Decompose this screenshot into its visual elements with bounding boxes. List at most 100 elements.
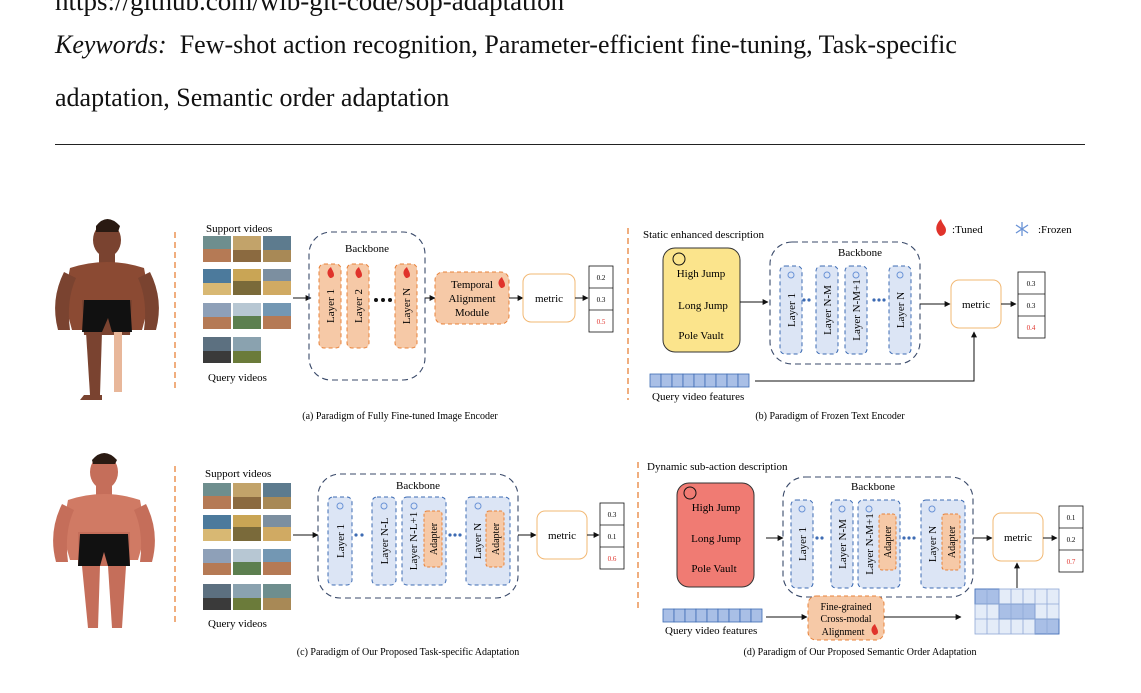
layer-a-n: Layer N xyxy=(394,263,418,349)
scores-d: 0.1 0.2 0.7 xyxy=(1058,505,1084,573)
snowflake-icon xyxy=(474,502,482,510)
layer-b-1: Layer 1 xyxy=(779,265,803,355)
score-a-1: 0.2 xyxy=(597,274,606,282)
snowflake-icon xyxy=(336,502,344,510)
svg-text:Pole Vault: Pole Vault xyxy=(691,563,736,575)
caption-c: (c) Paradigm of Our Proposed Task-specif… xyxy=(297,647,519,658)
support-label-a: Support videos xyxy=(206,223,272,235)
snowflake-icon xyxy=(823,271,831,279)
svg-text:Adapter: Adapter xyxy=(491,522,502,555)
svg-text:0.7: 0.7 xyxy=(1067,558,1076,566)
svg-text:Layer N-L: Layer N-L xyxy=(379,517,391,564)
svg-text:0.3: 0.3 xyxy=(608,511,617,519)
snowflake-icon xyxy=(838,505,846,513)
layer-a-2: Layer 2 xyxy=(346,263,370,349)
feat-label-d: Query video features xyxy=(665,625,757,637)
scores-b: 0.3 0.3 0.4 xyxy=(1017,271,1046,339)
query-label-c: Query videos xyxy=(208,618,267,630)
alignment-matrix xyxy=(974,588,1060,635)
panel-b: Static enhanced description High Jump Lo… xyxy=(627,228,1046,422)
layer-d-2: Layer N-M xyxy=(830,499,854,589)
snowflake-icon xyxy=(410,502,418,510)
svg-text:Layer 1: Layer 1 xyxy=(335,524,347,558)
legend-frozen: :Frozen xyxy=(1038,224,1072,236)
svg-text:0.3: 0.3 xyxy=(1027,302,1036,310)
module-a-l2: Alignment xyxy=(448,293,495,305)
flame-icon xyxy=(498,277,505,288)
desc-label-b: Static enhanced description xyxy=(643,229,764,241)
athlete-illustration-c xyxy=(53,453,155,628)
keywords-continuation: adaptation, Semantic order adaptation xyxy=(55,83,450,112)
module-a-l3: Module xyxy=(455,307,489,319)
svg-text:Layer N-M+1: Layer N-M+1 xyxy=(851,279,863,341)
snowflake-icon xyxy=(928,505,936,513)
class-b-2: Long Jump xyxy=(678,300,728,312)
flame-icon xyxy=(327,267,334,278)
svg-text:Layer N-M: Layer N-M xyxy=(837,519,849,569)
svg-text:Layer N-L+1: Layer N-L+1 xyxy=(408,512,420,570)
metric-b: metric xyxy=(962,299,990,311)
flame-icon xyxy=(871,624,878,635)
layer-d-1: Layer 1 xyxy=(790,499,814,589)
keywords-label: Keywords: xyxy=(55,30,167,59)
flame-icon xyxy=(403,267,410,278)
svg-text:0.2: 0.2 xyxy=(1067,536,1076,544)
module-a-l1: Temporal xyxy=(451,279,493,291)
layer-c-4: Layer N Adapter xyxy=(465,496,511,586)
legend-tuned: :Tuned xyxy=(952,224,983,236)
panel-c: Support videos Query videos Backbone Lay… xyxy=(53,453,625,658)
svg-text:0.1: 0.1 xyxy=(1067,514,1076,522)
backbone-label-a: Backbone xyxy=(345,243,389,255)
query-label-a: Query videos xyxy=(208,372,267,384)
snowflake-icon xyxy=(1015,222,1029,236)
layer-c-1: Layer 1 xyxy=(327,496,353,586)
scores-a: 0.2 0.3 0.5 xyxy=(588,265,614,333)
score-a-3: 0.5 xyxy=(597,318,606,326)
svg-text:Fine-grained: Fine-grained xyxy=(820,602,871,613)
class-b-1: High Jump xyxy=(677,268,726,280)
svg-text:Layer 1: Layer 1 xyxy=(786,293,798,327)
svg-text:Layer 1: Layer 1 xyxy=(797,527,809,561)
section-rule xyxy=(55,144,1085,145)
query-feature-bar-d xyxy=(662,608,763,623)
query-feature-bar-b xyxy=(649,373,750,388)
svg-text:0.6: 0.6 xyxy=(608,555,617,563)
svg-text:Layer N: Layer N xyxy=(472,523,484,559)
snowflake-icon xyxy=(798,505,806,513)
openai-icon xyxy=(683,486,697,500)
video-thumbnails-c xyxy=(203,483,291,610)
backbone-label-c: Backbone xyxy=(396,480,440,492)
support-label-c: Support videos xyxy=(205,468,271,480)
class-b-3: Pole Vault xyxy=(678,330,723,342)
svg-text:Layer N: Layer N xyxy=(895,292,907,328)
layer-d-3: Layer N-M+1 Adapter xyxy=(857,499,901,589)
svg-text:Cross-modal: Cross-modal xyxy=(820,614,871,625)
snowflake-icon xyxy=(787,271,795,279)
layer-a-n-label: Layer N xyxy=(401,288,413,324)
snowflake-icon xyxy=(865,505,873,513)
svg-text:0.3: 0.3 xyxy=(1027,280,1036,288)
layer-c-3: Layer N-L+1 Adapter xyxy=(401,496,447,586)
snowflake-icon xyxy=(380,502,388,510)
backbone-label-d: Backbone xyxy=(851,481,895,493)
svg-text:High Jump: High Jump xyxy=(692,502,741,514)
svg-text:Adapter: Adapter xyxy=(429,522,440,555)
svg-text:Adapter: Adapter xyxy=(883,525,894,558)
keywords-line: Keywords: Few-shot action recognition, P… xyxy=(55,30,957,60)
metric-c: metric xyxy=(548,530,576,542)
flame-icon xyxy=(355,267,362,278)
svg-text:0.1: 0.1 xyxy=(608,533,617,541)
athlete-illustration-a xyxy=(55,219,159,400)
svg-text:Alignment: Alignment xyxy=(822,627,865,638)
panel-d: Dynamic sub-action description High Jump… xyxy=(637,461,1084,658)
layer-a-1-label: Layer 1 xyxy=(325,289,337,323)
layer-d-4: Layer N Adapter xyxy=(920,499,966,589)
scores-c: 0.3 0.1 0.6 xyxy=(599,502,625,570)
layer-b-2: Layer N-M xyxy=(815,265,839,355)
flame-icon xyxy=(936,219,946,236)
layer-a-2-label: Layer 2 xyxy=(353,289,365,323)
panel-a: Support videos Query videos Backbone Lay… xyxy=(55,219,614,422)
svg-text:Layer N-M+1: Layer N-M+1 xyxy=(864,513,876,575)
snowflake-icon xyxy=(896,271,904,279)
